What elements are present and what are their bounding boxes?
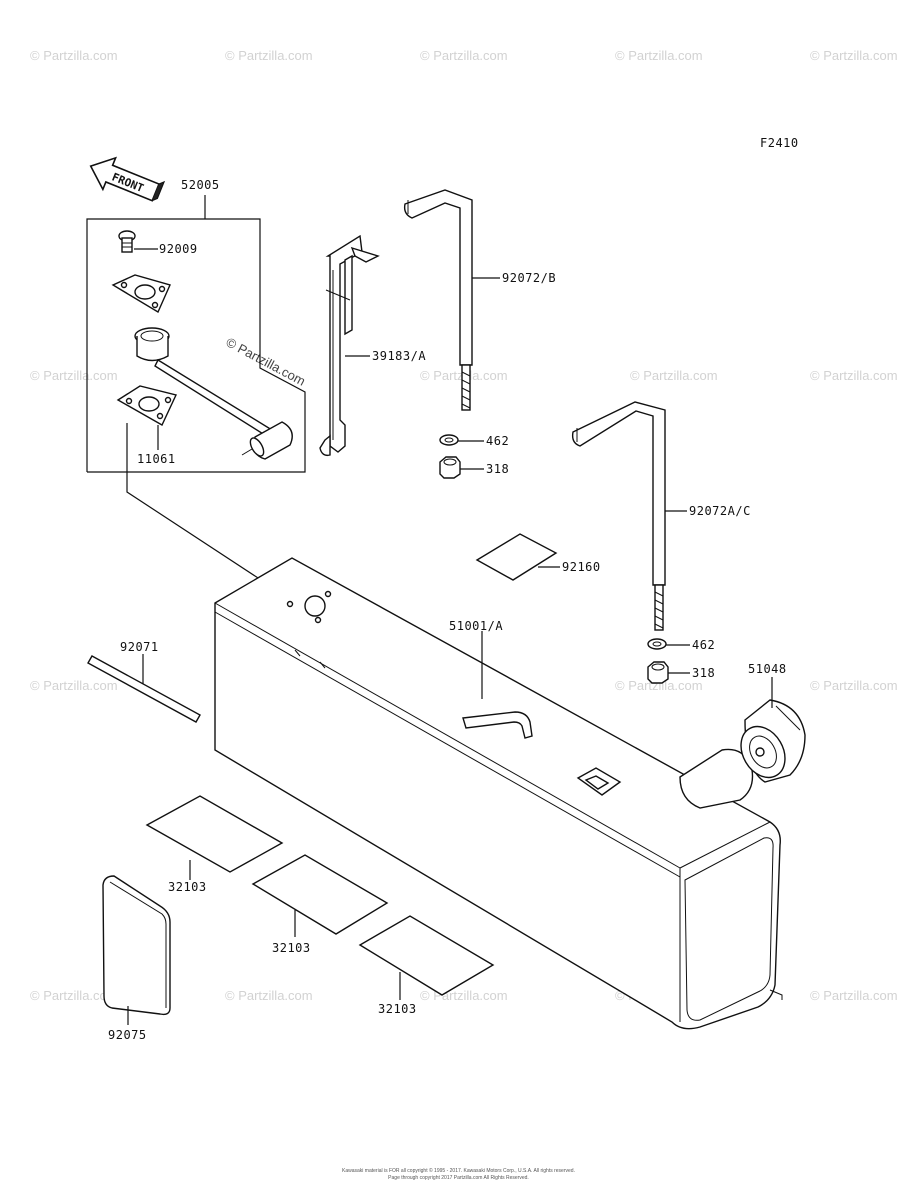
washer xyxy=(647,638,667,650)
part-label-32103-b: 32103 xyxy=(272,941,311,955)
watermark: © Partzilla.com xyxy=(615,678,703,693)
strap-b xyxy=(403,189,473,411)
fuel-sender-unit xyxy=(134,327,293,460)
pad-3 xyxy=(358,915,495,996)
watermark: © Partzilla.com xyxy=(810,988,898,1003)
watermark-center: © Partzilla.com xyxy=(224,334,308,388)
pad-small xyxy=(475,533,558,581)
band xyxy=(87,655,201,723)
nut xyxy=(439,456,461,479)
gauge-assembly: 52005 92009 xyxy=(86,178,306,473)
part-label-92075: 92075 xyxy=(108,1028,147,1042)
part-label-52005: 52005 xyxy=(181,178,220,192)
washer xyxy=(439,434,459,446)
watermark: © Partzilla.com xyxy=(810,48,898,63)
fuel-cap xyxy=(740,699,806,783)
watermark: © Partzilla.com xyxy=(30,368,118,383)
part-label-51001a: 51001/A xyxy=(449,619,503,633)
part-label-32103-a: 32103 xyxy=(168,880,207,894)
watermark: © Partzilla.com xyxy=(630,368,718,383)
watermark: © Partzilla.com xyxy=(30,678,118,693)
footer-copyright: Kawasaki material is FOR all copyright ©… xyxy=(342,1168,575,1174)
watermark: © Partzilla.com xyxy=(615,48,703,63)
part-label-462-a: 462 xyxy=(486,434,509,448)
part-label-11061: 11061 xyxy=(137,452,176,466)
part-label-318-b: 318 xyxy=(692,666,715,680)
part-label-92072b: 92072/B xyxy=(502,271,556,285)
fuel-tank xyxy=(214,557,783,1030)
part-label-51048: 51048 xyxy=(748,662,787,676)
part-label-92072ac: 92072A/C xyxy=(689,504,751,518)
watermark: © Partzilla.com xyxy=(810,678,898,693)
watermark: © Partzilla.com xyxy=(810,368,898,383)
bracket xyxy=(319,234,380,457)
watermark: © Partzilla.com xyxy=(225,988,313,1003)
pad-1 xyxy=(145,795,284,873)
part-label-92009: 92009 xyxy=(159,242,198,256)
front-arrow-icon: FRONT xyxy=(89,156,166,202)
figure-code: F2410 xyxy=(760,136,799,150)
pad-2 xyxy=(251,854,389,935)
watermark: © Partzilla.com xyxy=(420,48,508,63)
footer-copyright-2: Page through copyright 2017 Partzilla.co… xyxy=(388,1175,529,1181)
watermark: © Partzilla.com xyxy=(30,988,118,1003)
pad-side xyxy=(102,875,171,1016)
watermark: © Partzilla.com xyxy=(30,48,118,63)
part-label-318-a: 318 xyxy=(486,462,509,476)
bolt xyxy=(118,230,136,253)
strap-c xyxy=(571,401,666,631)
part-label-92160: 92160 xyxy=(562,560,601,574)
part-label-92071: 92071 xyxy=(120,640,159,654)
nut xyxy=(647,661,669,684)
watermark: © Partzilla.com xyxy=(225,48,313,63)
part-label-32103-c: 32103 xyxy=(378,1002,417,1016)
part-label-462-b: 462 xyxy=(692,638,715,652)
part-label-39183a: 39183/A xyxy=(372,349,426,363)
